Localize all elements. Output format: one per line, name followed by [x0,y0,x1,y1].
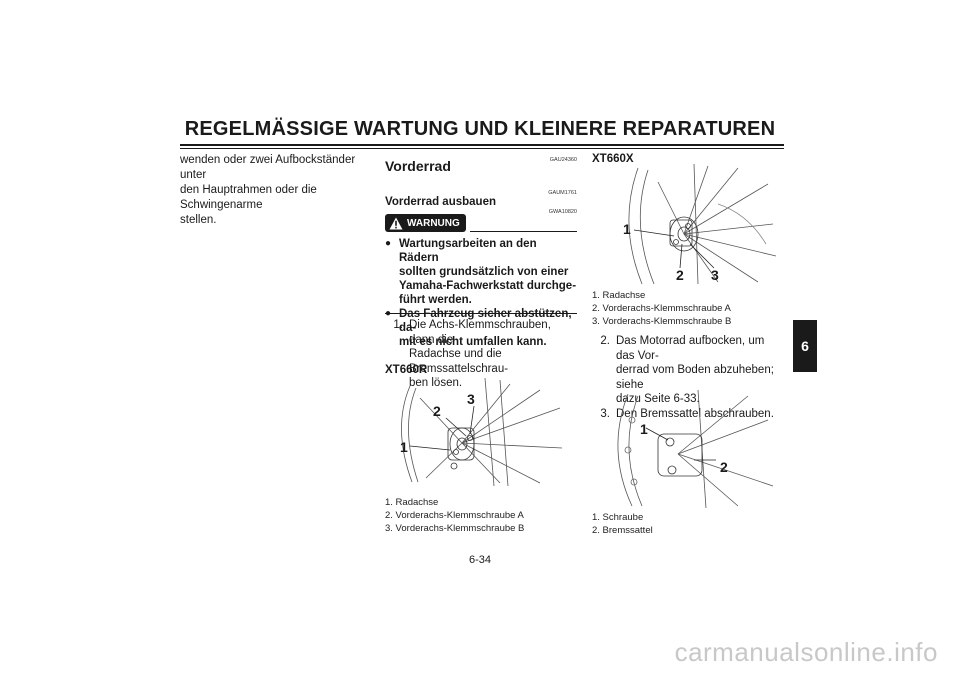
warning-item: ● Das Fahrzeug sicher abstützen, da- mit… [385,307,577,349]
callout-2: 2 [433,403,441,419]
warning-item: ● Wartungsarbeiten an den Rädern sollten… [385,237,577,307]
callout-1: 1 [400,439,408,455]
step-2: 2. Das Motorrad aufbocken, um das Vor- d… [592,334,784,407]
step-line: derrad vom Boden abzuheben; siehe [616,364,774,391]
step-number: 2. [600,335,610,347]
step-line: Das Motorrad aufbocken, um das Vor- [616,335,765,362]
page-title: REGELMÄSSIGE WARTUNG UND KLEINERE REPARA… [184,118,776,140]
caption-line: 2. Bremssattel [592,525,653,536]
figure-caliper-captions: 1. Schraube 2. Bremssattel [592,511,653,537]
watermark: carmanualsonline.info [674,637,938,667]
step-number: 3. [600,407,610,420]
section-code: GAU24360 [549,157,577,163]
page-number: 6-34 [468,554,492,566]
figure-xt660x-wheel: 1 2 3 [623,164,777,285]
step-line: ben lösen. [409,377,463,389]
caption-line: 3. Vorderachs-Klemmschraube B [385,523,525,534]
warning-list: ● Wartungsarbeiten an den Rädern sollten… [385,237,577,349]
col1-line: wenden oder zwei Aufbockständer unter [180,154,356,181]
step-line: Die Achs-Klemmschrauben, dann die [409,319,551,346]
steps-list: 2. Das Motorrad aufbocken, um das Vor- d… [592,334,784,421]
warning-header: WARNUNG [385,214,577,232]
figure-xt660r-wheel: 1 2 3 [400,378,563,487]
step-3: 3. Den Bremssattel abschrauben. [592,407,784,422]
chapter-tab: 6 [793,320,817,372]
subsection-code: GAUM1761 [548,190,577,196]
callout-1: 1 [640,421,648,437]
caption-line: 2. Vorderachs-Klemmschraube A [385,510,524,521]
bullet-icon: ● [385,238,392,249]
caption-line: 2. Vorderachs-Klemmschraube A [592,303,731,314]
warning-bottom-rule [385,313,577,314]
step-1: 1. Die Achs-Klemmschrauben, dann die Rad… [385,318,577,391]
caption-line: 1. Radachse [592,290,646,301]
caption-line: 3. Vorderachs-Klemmschraube B [592,316,732,327]
warning-line: führt werden. [399,294,472,306]
warning-badge: WARNUNG [385,214,466,232]
step-line: Den Bremssattel abschrauben. [616,407,774,420]
callout-3: 3 [711,267,719,283]
warning-line: Yamaha-Fachwerkstatt durchge- [399,280,577,292]
callout-1: 1 [623,221,631,237]
col1-paragraph: wenden oder zwei Aufbockständer unter de… [180,153,370,228]
warning-line: mit es nicht umfallen kann. [399,336,547,348]
figure-model-xt660r: XT660R [385,364,428,376]
caption-line: 1. Schraube [592,512,644,523]
warning-line: Das Fahrzeug sicher abstützen, da- [399,308,572,334]
figure-xt660r-captions: 1. Radachse 2. Vorderachs-Klemmschraube … [385,496,524,535]
step-line: Radachse und die Bremssattelschrau- [409,348,509,375]
figure-caliper: 1 2 [617,390,774,508]
warning-triangle-icon [389,217,403,229]
col1-line: stellen. [180,214,217,226]
header-rule-thick [180,144,784,146]
section-title: Vorderrad [385,158,451,174]
warning-code: GWA10820 [548,209,577,215]
warning-rule [469,231,577,232]
step-line: dazu Seite 6-33. [616,393,700,405]
callout-2: 2 [720,459,728,475]
callout-3: 3 [467,391,475,407]
subsection-title: Vorderrad ausbauen [385,196,496,208]
figure-model-xt660x: XT660X [592,153,634,165]
warning-label: WARNUNG [407,217,460,229]
warning-line: Wartungsarbeiten an den Rädern [399,238,537,264]
header-rule-thin [180,148,784,149]
callout-2: 2 [676,267,684,283]
caption-line: 1. Radachse [385,497,439,508]
figure-xt660x-captions: 1. Radachse 2. Vorderachs-Klemmschraube … [592,289,731,328]
warning-line: sollten grundsätzlich von einer [399,266,569,278]
col1-line: den Hauptrahmen oder die Schwingenarme [180,184,317,211]
step-number: 1. [393,319,403,331]
